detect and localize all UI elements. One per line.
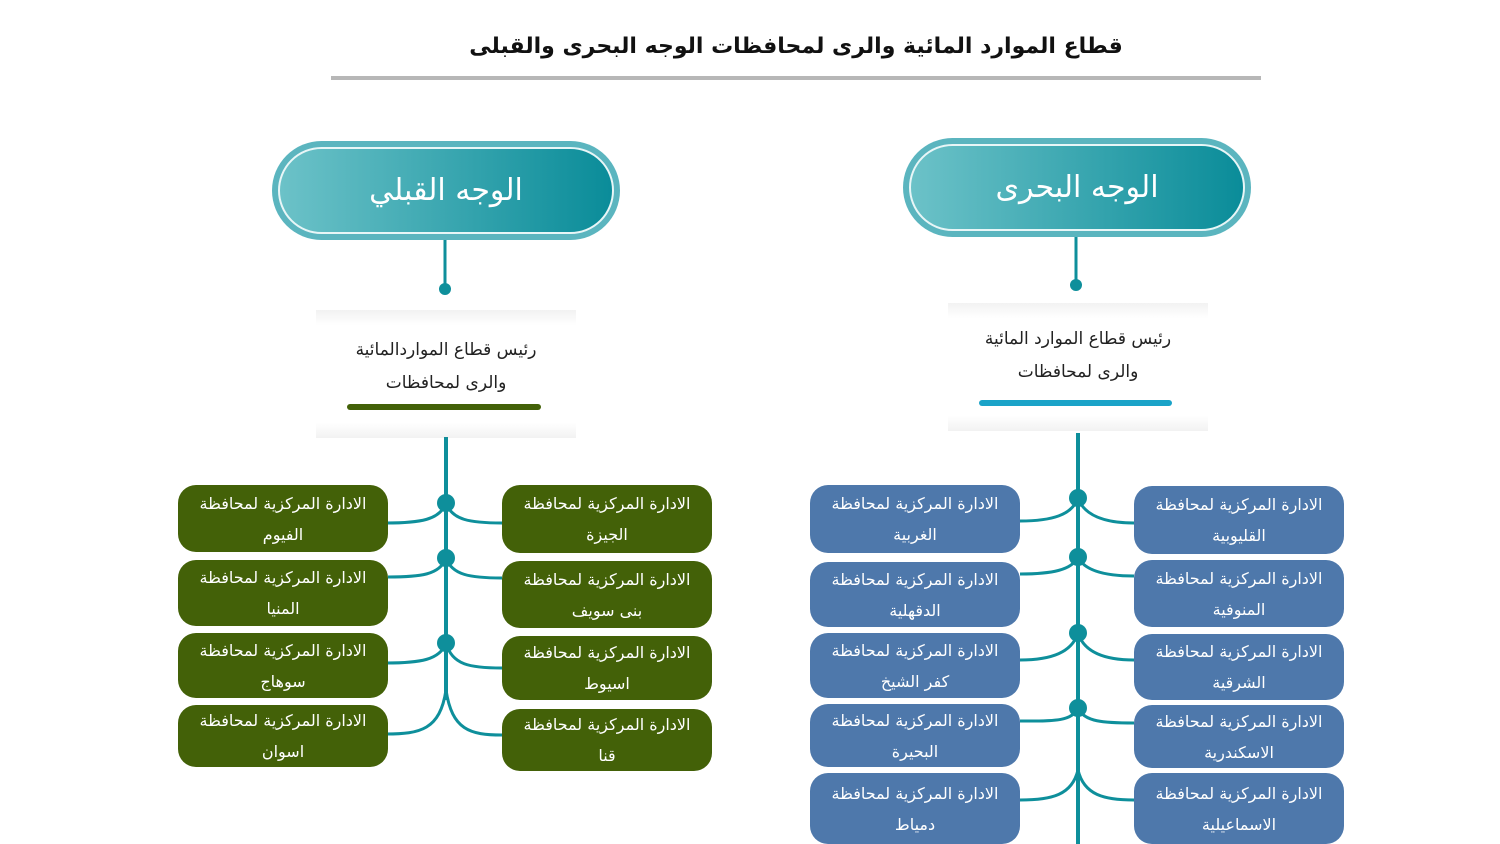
governorate-box: الادارة المركزية لمحافظة الاسكندرية bbox=[1134, 705, 1344, 768]
lower-underline bbox=[979, 400, 1172, 406]
box-label: القليوبية bbox=[1212, 526, 1266, 545]
governorate-box: الادارة المركزية لمحافظة الاسماعيلية bbox=[1134, 773, 1344, 844]
governorate-box: الادارة المركزية لمحافظة المنوفية bbox=[1134, 560, 1344, 627]
box-label: الادارة المركزية لمحافظة bbox=[831, 494, 999, 513]
head-title-line: رئيس قطاع المواردالمائية bbox=[355, 340, 537, 360]
box-label: بنى سويف bbox=[571, 600, 643, 620]
governorate-box: الادارة المركزية لمحافظة اسيوط bbox=[502, 636, 712, 700]
box-label: الادارة المركزية لمحافظة bbox=[1155, 783, 1323, 803]
box-label: الادارة المركزية لمحافظة bbox=[523, 715, 691, 734]
box-label: الغربية bbox=[893, 525, 937, 544]
head-title-line: والرى لمحافظات bbox=[385, 373, 507, 393]
governorate-box: الادارة المركزية لمحافظة الغربية bbox=[810, 485, 1020, 553]
box-label: الادارة المركزية لمحافظة bbox=[199, 568, 367, 587]
upper-underline bbox=[347, 404, 541, 410]
box-label: البحيرة bbox=[891, 741, 939, 761]
box-label: الادارة المركزية لمحافظة bbox=[1155, 568, 1323, 588]
box-label: الجيزة bbox=[586, 525, 628, 544]
governorate-box: الادارة المركزية لمحافظة القليوبية bbox=[1134, 486, 1344, 554]
title-divider bbox=[331, 76, 1261, 80]
box-label: اسوان bbox=[261, 742, 305, 761]
box-label: الادارة المركزية لمحافظة bbox=[199, 640, 367, 660]
box-label: المنوفية bbox=[1212, 599, 1266, 619]
box-label: الشرقية bbox=[1212, 673, 1266, 692]
lower-head-card: رئيس قطاع الموارد المائية والرى لمحافظات bbox=[948, 303, 1208, 431]
box-label: الادارة المركزية لمحافظة bbox=[1155, 642, 1323, 661]
governorate-box: الادارة المركزية لمحافظة دمياط bbox=[810, 773, 1020, 844]
governorate-box: الادارة المركزية لمحافظة كفر الشيخ bbox=[810, 633, 1020, 698]
box-label: الادارة المركزية لمحافظة bbox=[1155, 711, 1323, 731]
governorate-box: الادارة المركزية لمحافظة بنى سويف bbox=[502, 561, 712, 628]
lower-egypt-heading: الوجه البحرى bbox=[903, 138, 1251, 237]
box-label: كفر الشيخ bbox=[880, 671, 950, 691]
box-label: الاسماعيلية bbox=[1201, 814, 1277, 834]
governorate-box: الادارة المركزية لمحافظة اسوان bbox=[178, 705, 388, 767]
box-label: الاسكندرية bbox=[1204, 742, 1274, 762]
governorate-box: الادارة المركزية لمحافظة سوهاج bbox=[178, 633, 388, 698]
upper-egypt-heading: الوجه القبلي bbox=[272, 141, 620, 240]
box-label: الفيوم bbox=[262, 524, 304, 544]
box-label: الادارة المركزية لمحافظة bbox=[831, 640, 999, 660]
box-label: الادارة المركزية لمحافظة bbox=[831, 569, 999, 589]
box-label: قنا bbox=[598, 746, 616, 765]
upper-head-card: رئيس قطاع المواردالمائية والرى لمحافظات bbox=[316, 310, 576, 438]
box-label: المنيا bbox=[266, 599, 300, 618]
governorate-box: الادارة المركزية لمحافظة البحيرة bbox=[810, 704, 1020, 767]
box-label: اسيوط bbox=[584, 674, 630, 693]
box-label: سوهاج bbox=[260, 671, 306, 691]
governorate-box: الادارة المركزية لمحافظة الجيزة bbox=[502, 485, 712, 553]
head-title-line: رئيس قطاع الموارد المائية bbox=[984, 329, 1172, 349]
box-label: الادارة المركزية لمحافظة bbox=[199, 711, 367, 730]
governorate-box: الادارة المركزية لمحافظة قنا bbox=[502, 709, 712, 771]
box-label: الادارة المركزية لمحافظة bbox=[831, 783, 999, 803]
governorate-box: الادارة المركزية لمحافظة الشرقية bbox=[1134, 634, 1344, 700]
governorate-box: الادارة المركزية لمحافظة المنيا bbox=[178, 560, 388, 626]
box-label: الدقهلية bbox=[889, 600, 941, 620]
box-label: الادارة المركزية لمحافظة bbox=[1155, 495, 1323, 514]
box-label: دمياط bbox=[894, 814, 936, 834]
box-label: الادارة المركزية لمحافظة bbox=[523, 494, 691, 513]
governorate-box: الادارة المركزية لمحافظة الدقهلية bbox=[810, 562, 1020, 627]
page-title: قطاع الموارد المائية والرى لمحافظات الوج… bbox=[469, 34, 1123, 59]
box-label: الادارة المركزية لمحافظة bbox=[831, 710, 999, 730]
box-label: الادارة المركزية لمحافظة bbox=[199, 493, 367, 513]
box-label: الادارة المركزية لمحافظة bbox=[523, 569, 691, 589]
governorate-box: الادارة المركزية لمحافظة الفيوم bbox=[178, 485, 388, 552]
box-label: الادارة المركزية لمحافظة bbox=[523, 643, 691, 662]
head-title-line: والرى لمحافظات bbox=[1017, 362, 1139, 382]
